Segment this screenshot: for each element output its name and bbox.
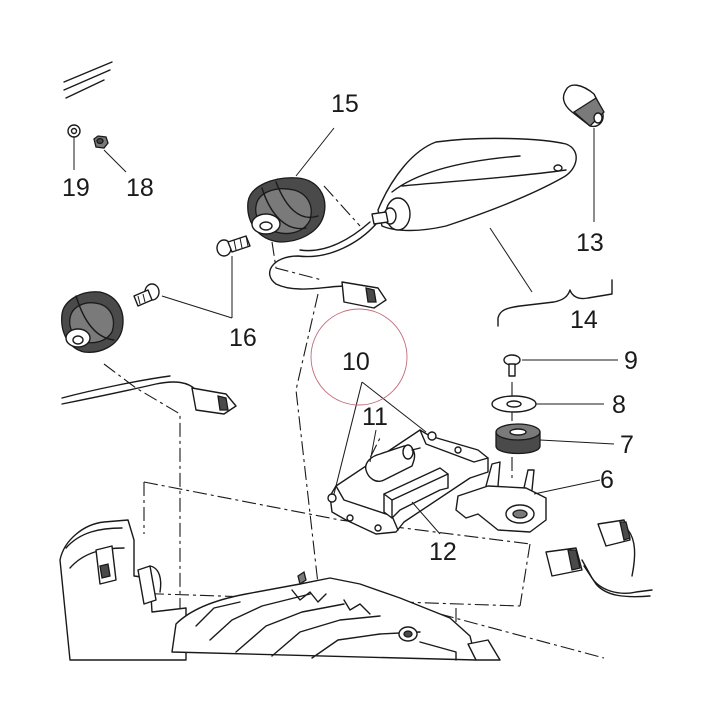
washer-part-19 xyxy=(67,124,81,138)
bulb-part-13 xyxy=(562,84,605,128)
washer-part-8 xyxy=(491,395,537,413)
bracket-part-6 xyxy=(455,461,547,533)
nut-part-18 xyxy=(93,135,109,149)
upper-wire-connector xyxy=(269,221,387,309)
callout-14: 14 xyxy=(570,306,598,334)
rubber-grommet-lower-left xyxy=(61,291,124,353)
callout-11: 11 xyxy=(362,403,388,431)
relay-part-11 xyxy=(365,444,421,482)
screw-part-16-lower xyxy=(133,283,160,307)
turn-signal-lens-part-14 xyxy=(371,137,577,232)
callout-7: 7 xyxy=(620,431,634,459)
callout-6: 6 xyxy=(600,466,614,494)
callout-9: 9 xyxy=(624,347,638,375)
upper-left-bracket xyxy=(63,61,113,99)
callout-12: 12 xyxy=(429,538,457,566)
grommet-part-7 xyxy=(495,423,541,455)
callout-13: 13 xyxy=(576,229,604,257)
clip-part-12 xyxy=(383,467,449,519)
callout-16: 16 xyxy=(229,324,257,352)
callout-19: 19 xyxy=(62,174,90,202)
rubber-grommet-part-15 xyxy=(247,177,326,243)
callout-15: 15 xyxy=(331,90,359,118)
highlight-circle xyxy=(310,308,408,406)
callout-10: 10 xyxy=(342,348,370,376)
lower-frame-assembly xyxy=(59,519,501,661)
screw-part-16-upper xyxy=(216,235,251,257)
lower-right-connector xyxy=(545,519,653,598)
lower-wire-connector xyxy=(61,375,237,415)
screw-part-9 xyxy=(503,354,521,377)
callout-18: 18 xyxy=(126,174,154,202)
callout-8: 8 xyxy=(612,391,626,419)
